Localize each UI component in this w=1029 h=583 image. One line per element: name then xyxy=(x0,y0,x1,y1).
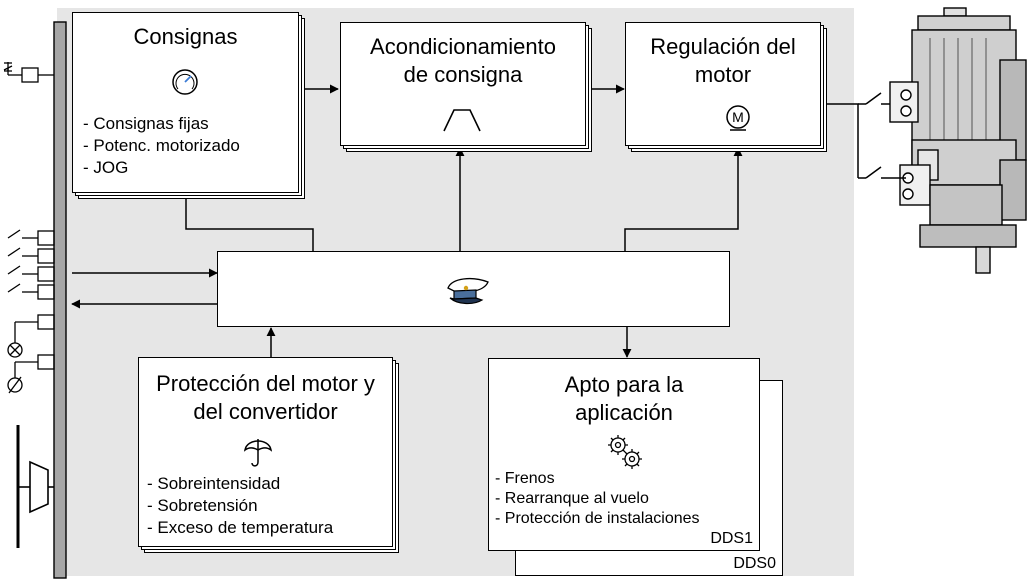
motor-icon-letter: M xyxy=(732,109,744,125)
conditioning-title-line-1: Acondicionamiento xyxy=(370,34,556,59)
dataset-label-dds1: DDS1 xyxy=(710,530,753,547)
setpoints-items-list: - Consignas fijas - Potenc. motorizado -… xyxy=(83,113,240,179)
motor-control-title-line-1: Regulación del xyxy=(650,34,796,59)
terminal-bus-bar xyxy=(53,21,67,579)
analog-input-terminal-symbol xyxy=(3,62,54,83)
motor-icon: M xyxy=(726,105,750,131)
dataset-label-dds0: DDS0 xyxy=(733,555,776,572)
umbrella-icon xyxy=(243,439,273,467)
analog-output-meter-symbol xyxy=(7,354,55,394)
conditioning-title-line-2: de consigna xyxy=(403,62,523,87)
application-item: - Protección de instalaciones xyxy=(495,510,700,527)
gears-icon xyxy=(608,435,642,469)
protection-item: - Exceso de temperatura xyxy=(147,518,334,537)
motor-connection-lines xyxy=(825,92,906,179)
captain-cap-icon xyxy=(447,277,489,305)
application-title-line-1: Apto para la xyxy=(564,372,684,397)
motor-control-block: Regulación del motor M xyxy=(625,22,821,146)
protection-items-list: - Sobreintensidad - Sobretensión - Exces… xyxy=(147,473,333,539)
ramp-icon xyxy=(443,109,481,132)
motor-illustration xyxy=(889,7,1027,274)
protection-block: Protección del motor y del convertidor -… xyxy=(138,357,393,547)
digital-input-switches-symbol xyxy=(7,229,55,300)
protection-item: - Sobreintensidad xyxy=(147,474,281,493)
application-item: - Frenos xyxy=(495,470,555,487)
setpoints-item: - JOG xyxy=(83,158,129,177)
fieldbus-connector-symbol xyxy=(16,425,54,548)
control-unit-block xyxy=(217,251,730,327)
conditioning-block: Acondicionamiento de consigna xyxy=(340,22,586,146)
protection-item: - Sobretensión xyxy=(147,496,258,515)
application-title-line-2: aplicación xyxy=(575,400,673,425)
signal-flow-arrows xyxy=(71,84,743,358)
setpoints-item: - Consignas fijas xyxy=(83,114,209,133)
setpoints-item: - Potenc. motorizado xyxy=(83,136,240,155)
digital-output-lamp-symbol xyxy=(7,314,55,358)
application-block: Apto para la aplicación - Frenos - Rearr… xyxy=(488,358,760,551)
application-item: - Rearranque al vuelo xyxy=(495,490,649,507)
setpoints-block: Consignas - Consignas fijas - Potenc. mo… xyxy=(72,12,299,193)
protection-title-line-1: Protección del motor y xyxy=(156,371,375,396)
application-items-list: - Frenos - Rearranque al vuelo - Protecc… xyxy=(495,469,700,529)
dial-icon xyxy=(172,69,198,95)
protection-title-line-2: del convertidor xyxy=(193,399,338,424)
setpoints-title: Consignas xyxy=(133,24,238,49)
motor-control-title-line-2: motor xyxy=(694,62,752,87)
